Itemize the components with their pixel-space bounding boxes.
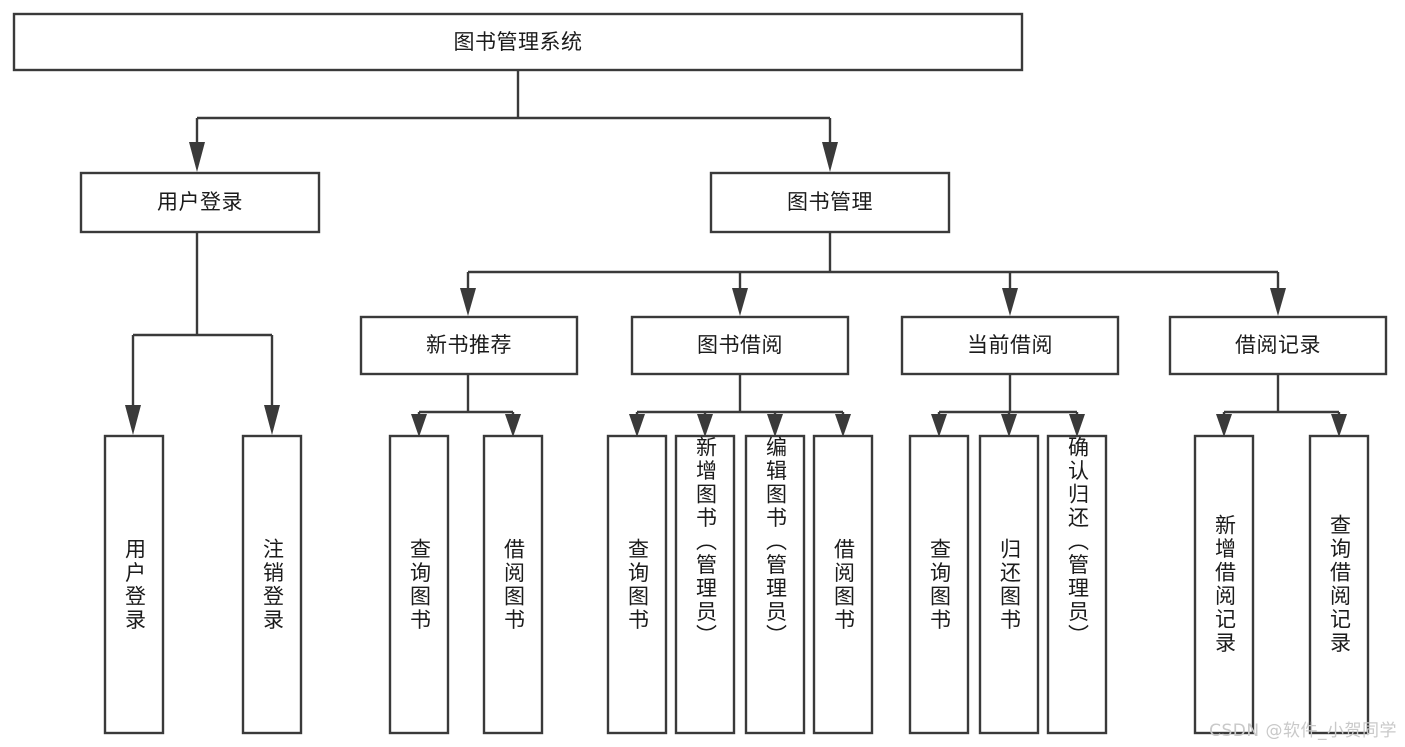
arrow-head-bb-3 xyxy=(767,414,783,437)
node-book-borrow[interactable]: 图书借阅 xyxy=(630,315,850,376)
node-book-management-box[interactable] xyxy=(709,171,951,234)
node-user-login-label: 用户登录 xyxy=(157,190,243,214)
arrow-head-borrow-record xyxy=(1270,288,1286,316)
node-book-management-label: 图书管理 xyxy=(787,190,873,214)
arrow-head-cb-1 xyxy=(931,414,947,437)
node-borrow-record[interactable]: 借阅记录 xyxy=(1168,315,1388,376)
connector-group-user-login-children xyxy=(125,232,280,435)
leaf-box-cb-query-book[interactable] xyxy=(908,434,970,735)
arrow-head-new-book xyxy=(460,288,476,316)
arrow-head-book-manage xyxy=(822,142,838,172)
node-new-book-recommend[interactable]: 新书推荐 xyxy=(359,315,579,376)
leaf-box-user-login[interactable] xyxy=(103,434,165,735)
leaf-box-bb-edit-book[interactable] xyxy=(744,434,806,735)
node-borrow-record-box[interactable] xyxy=(1168,315,1388,376)
leaf-box-br-query-record[interactable] xyxy=(1308,434,1370,735)
leaf-box-nb-query-book[interactable] xyxy=(388,434,450,735)
leaf-box-cb-confirm-return[interactable] xyxy=(1046,434,1108,735)
node-user-login-box[interactable] xyxy=(79,171,321,234)
node-current-borrow[interactable]: 当前借阅 xyxy=(900,315,1120,376)
node-book-borrow-box[interactable] xyxy=(630,315,850,376)
arrow-head-cb-2 xyxy=(1001,414,1017,437)
arrow-head-br-2 xyxy=(1331,414,1347,437)
node-root-label: 图书管理系统 xyxy=(454,30,583,54)
connector-group-borrow-record-children xyxy=(1216,374,1347,437)
arrow-head-leaf-logout xyxy=(264,405,280,435)
leaf-box-cb-return-book[interactable] xyxy=(978,434,1040,735)
arrow-head-br-1 xyxy=(1216,414,1232,437)
arrow-head-book-borrow xyxy=(732,288,748,316)
arrow-head-nb-1 xyxy=(411,414,427,437)
connector-group-book-manage-children xyxy=(460,232,1286,316)
node-book-borrow-label: 图书借阅 xyxy=(697,333,783,357)
arrow-head-nb-2 xyxy=(505,414,521,437)
connector-group-book-borrow-children xyxy=(629,374,851,437)
connector-group-new-book-children xyxy=(411,374,521,437)
leaf-box-bb-query-book[interactable] xyxy=(606,434,668,735)
connector-group-current-borrow-children xyxy=(931,374,1085,437)
node-borrow-record-label: 借阅记录 xyxy=(1235,333,1321,357)
arrow-head-bb-2 xyxy=(697,414,713,437)
node-book-management[interactable]: 图书管理 xyxy=(709,171,951,234)
connector-group-root-to-level1 xyxy=(189,70,838,172)
arrow-head-leaf-user-login xyxy=(125,405,141,435)
node-new-book-recommend-label: 新书推荐 xyxy=(426,333,512,357)
node-new-book-recommend-box[interactable] xyxy=(359,315,579,376)
arrow-head-bb-4 xyxy=(835,414,851,437)
leaf-box-bb-add-book[interactable] xyxy=(674,434,736,735)
leaf-box-bb-borrow-book[interactable] xyxy=(812,434,874,735)
node-current-borrow-label: 当前借阅 xyxy=(967,333,1053,357)
node-current-borrow-box[interactable] xyxy=(900,315,1120,376)
node-root-box[interactable] xyxy=(12,12,1024,72)
arrow-head-user-login xyxy=(189,142,205,172)
leaf-box-br-add-record[interactable] xyxy=(1193,434,1255,735)
arrow-head-bb-1 xyxy=(629,414,645,437)
node-user-login[interactable]: 用户登录 xyxy=(79,171,321,234)
leaf-box-logout[interactable] xyxy=(241,434,303,735)
node-root-book-management-system[interactable]: 图书管理系统 xyxy=(12,12,1024,72)
arrow-head-cb-3 xyxy=(1069,414,1085,437)
leaf-box-nb-borrow-book[interactable] xyxy=(482,434,544,735)
arrow-head-current-borrow xyxy=(1002,288,1018,316)
